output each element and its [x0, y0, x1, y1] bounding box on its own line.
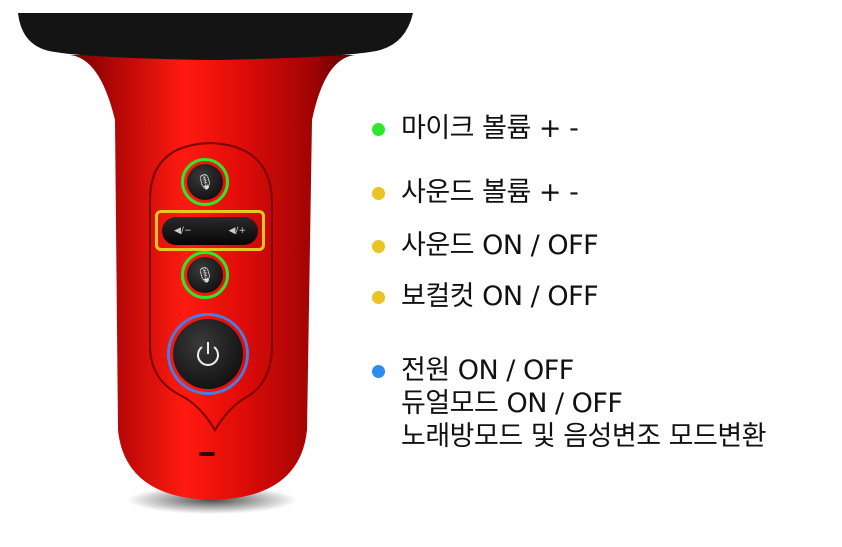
legend-text: 보컬컷 ON / OFF — [401, 281, 599, 312]
legend-text: 노래방모드 및 음성변조 모드변환 — [401, 421, 767, 452]
legend-text: 사운드 ON / OFF — [401, 230, 599, 261]
legend-item-power: 전원 ON / OFF 듀얼모드 ON / OFF 노래방모드 및 음성변조 모… — [372, 354, 767, 453]
power-icon — [173, 319, 243, 389]
volume-up-icon[interactable]: ◀/+ — [228, 225, 247, 236]
mic-plus-icon: 🎙 — [187, 164, 223, 200]
legend-text: 마이크 볼륨 + - — [401, 113, 579, 144]
sound-volume-rocker[interactable]: ◀/− ◀/+ — [155, 210, 265, 251]
volume-down-icon[interactable]: ◀/− — [174, 225, 192, 236]
legend-item-sound-onoff: 사운드 ON / OFF — [372, 229, 599, 262]
legend-text: 사운드 볼륨 + - — [401, 177, 579, 208]
mic-volume-up-button[interactable]: 🎙 — [181, 158, 229, 206]
legend-item-mic-volume: 마이크 볼륨 + - — [372, 112, 579, 145]
mic-minus-icon: 🎙 — [187, 257, 223, 293]
yellow-bullet-icon — [372, 240, 385, 253]
green-bullet-icon — [372, 123, 385, 136]
feature-legend: 마이크 볼륨 + - 사운드 볼륨 + - 사운드 ON / OFF 보컬컷 O… — [372, 0, 842, 543]
legend-item-vocal-cut: 보컬컷 ON / OFF — [372, 280, 599, 313]
blue-bullet-icon — [372, 365, 385, 378]
power-button[interactable] — [167, 313, 249, 395]
grille — [18, 13, 413, 60]
vocal-cut-button[interactable]: 🎙 — [181, 251, 229, 299]
microphone-illustration: 🎙 ◀/− ◀/+ 🎙 — [0, 0, 420, 543]
legend-text: 전원 ON / OFF — [401, 355, 574, 386]
legend-text: 듀얼모드 ON / OFF — [401, 388, 623, 419]
yellow-bullet-icon — [372, 187, 385, 200]
legend-item-sound-volume: 사운드 볼륨 + - — [372, 176, 579, 209]
yellow-bullet-icon — [372, 291, 385, 304]
